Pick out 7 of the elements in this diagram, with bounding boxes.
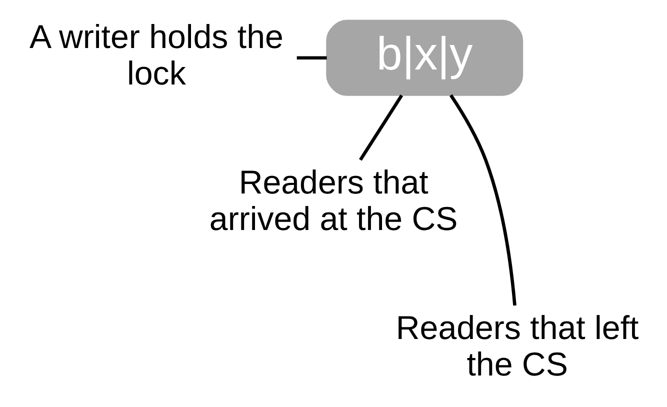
node-text: A writer holds the lock [29, 18, 283, 92]
node-text: Readers that left the CS [395, 310, 638, 384]
connector [448, 94, 516, 306]
node-box: b|x|y [326, 20, 523, 96]
connector [296, 56, 326, 60]
node-text: Readers that arrived at the CS [208, 164, 458, 238]
connector [358, 94, 403, 161]
